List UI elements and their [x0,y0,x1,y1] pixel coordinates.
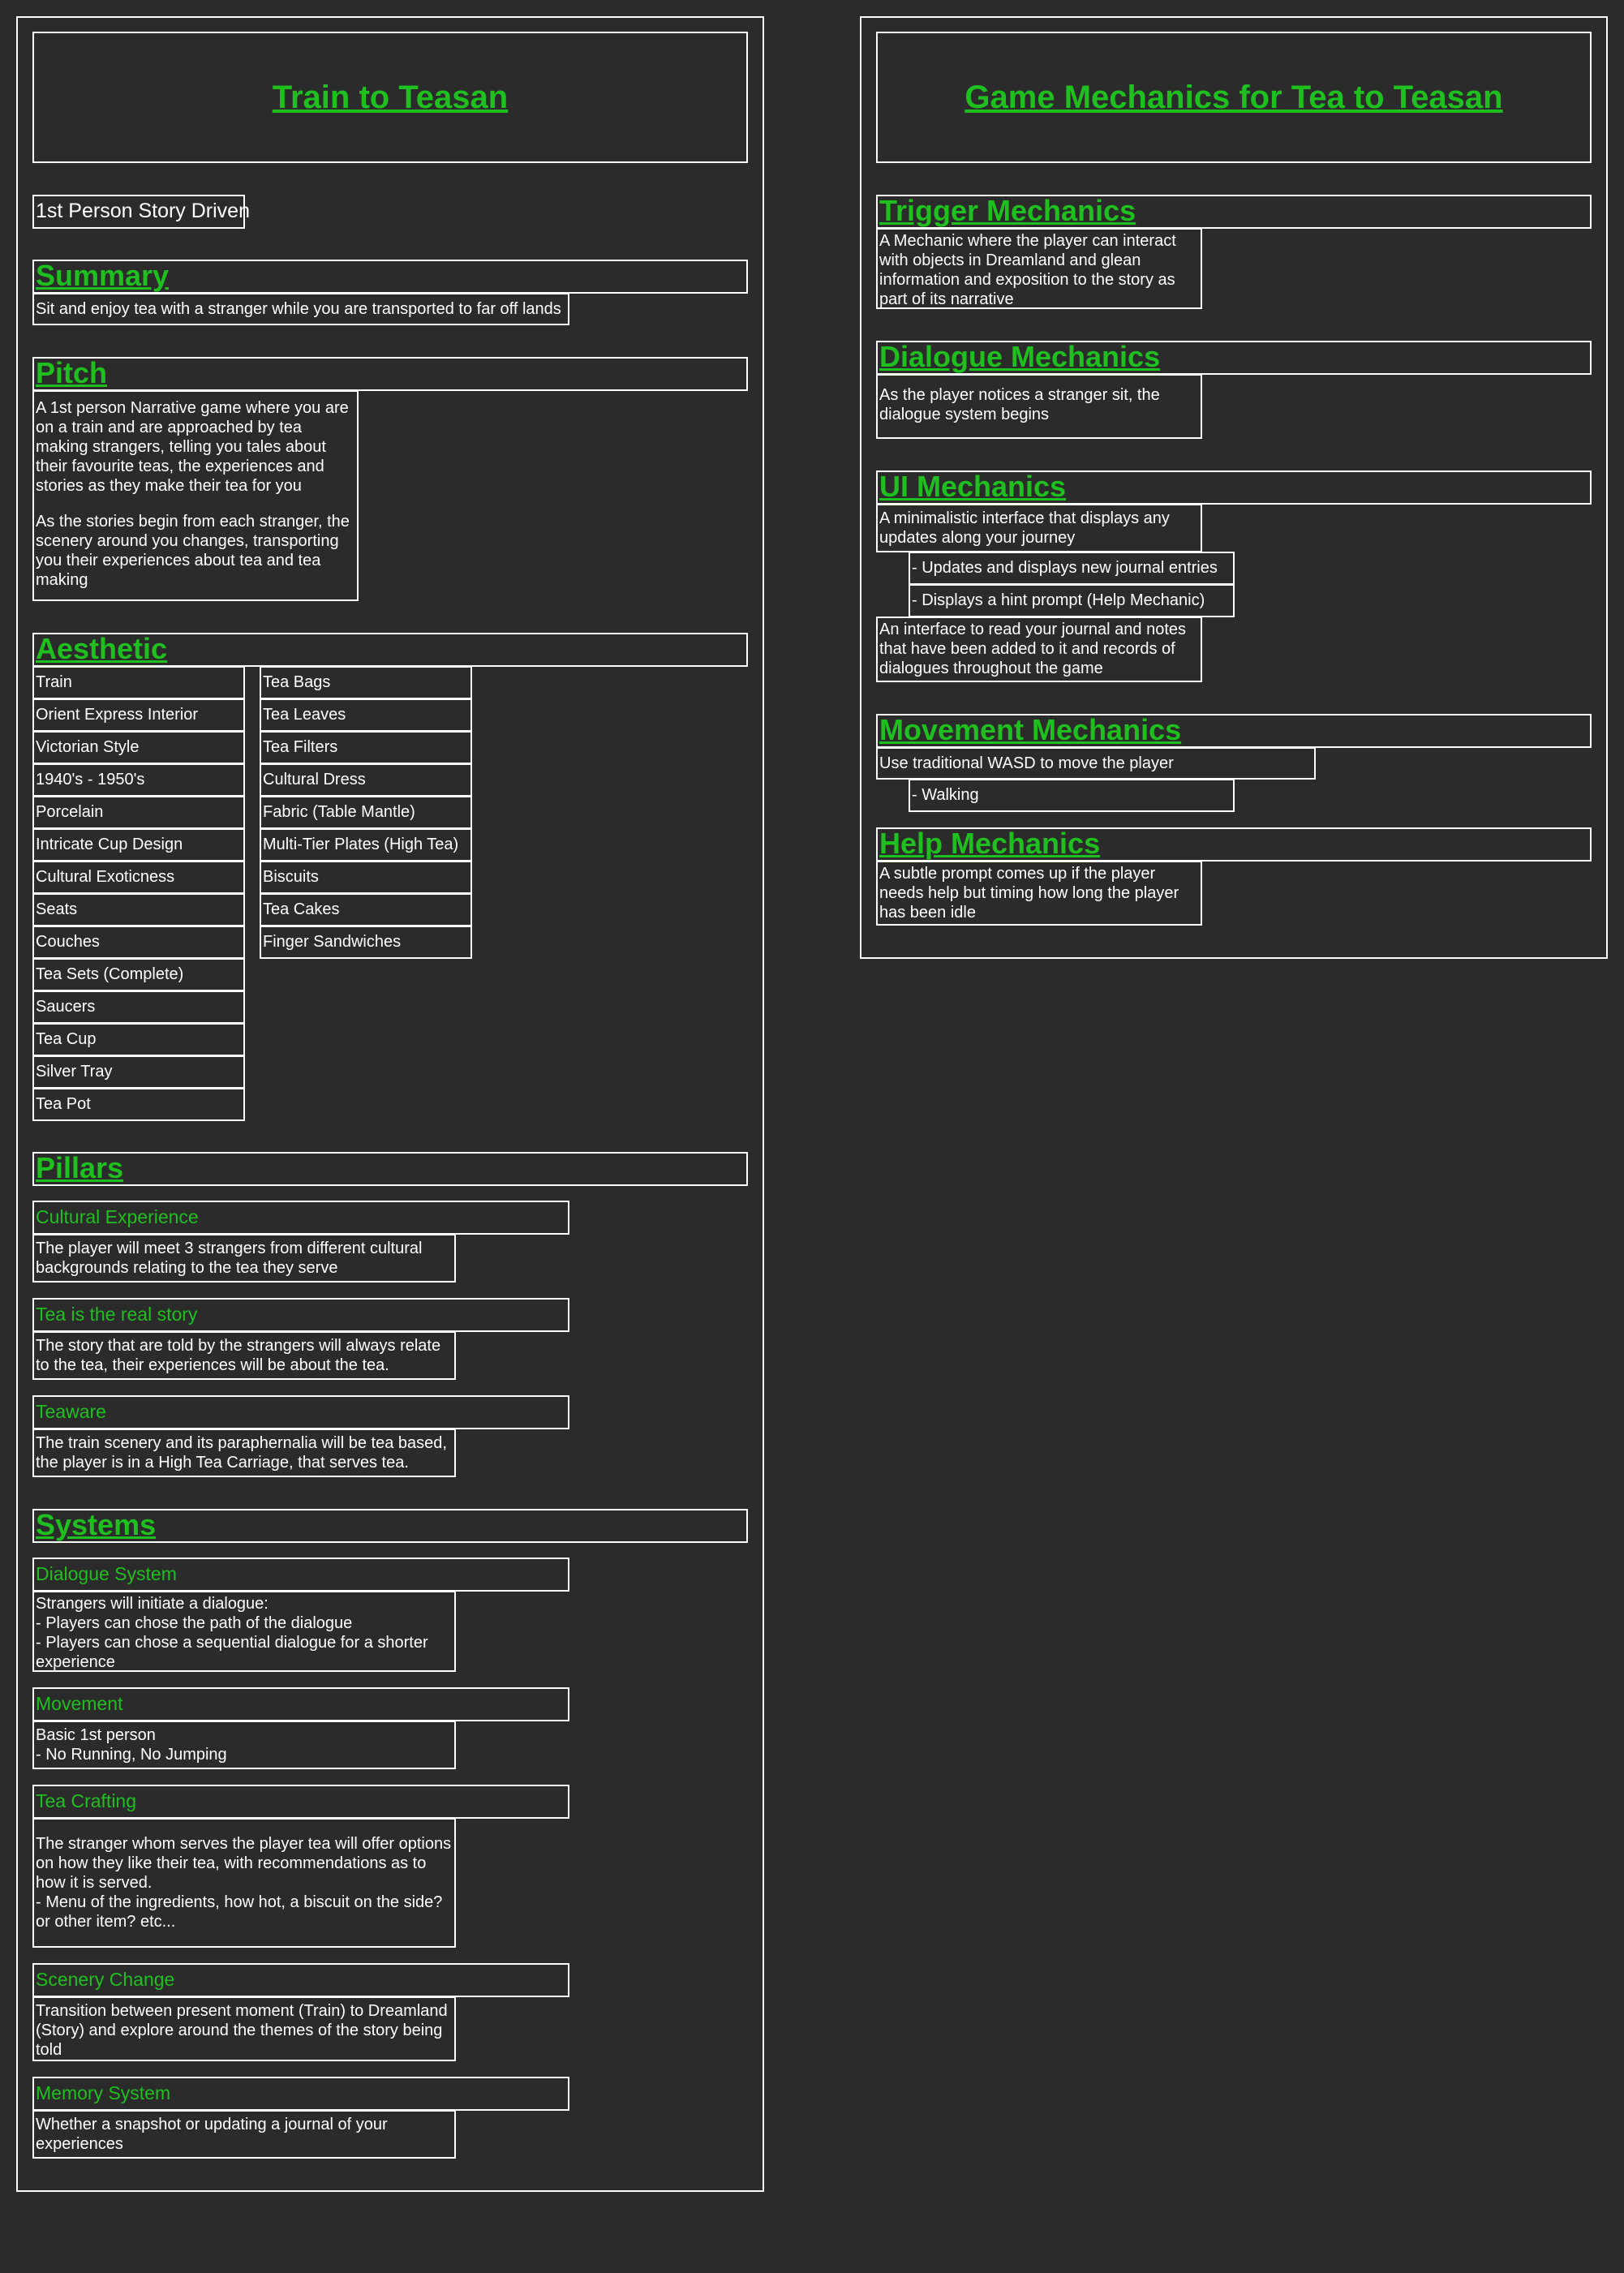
pillar-title: Cultural Experience [32,1201,569,1235]
system-title: Dialogue System [32,1558,569,1592]
system-title: Movement [32,1687,569,1721]
trigger-text: A Mechanic where the player can interact… [876,228,1202,309]
system-text: The stranger whom serves the player tea … [32,1818,456,1948]
aesthetic-item: Victorian Style [32,731,245,764]
pillar-text: The player will meet 3 strangers from di… [32,1234,456,1283]
summary-text: Sit and enjoy tea with a stranger while … [32,293,569,325]
system-title: Tea Crafting [32,1785,569,1819]
ui-text-2: An interface to read your journal and no… [876,617,1202,682]
aesthetic-item: Tea Cup [32,1023,245,1056]
mechanics-title: Game Mechanics for Tea to Teasan [876,32,1592,163]
aesthetic-heading: Aesthetic [32,633,748,667]
aesthetic-item: Multi-Tier Plates (High Tea) [260,828,472,862]
aesthetic-item: 1940's - 1950's [32,763,245,797]
page-title: Train to Teasan [32,32,748,163]
pillar-title: Tea is the real story [32,1298,569,1332]
pitch-paragraph-1: A 1st person Narrative game where you ar… [36,399,349,495]
left-panel [16,16,764,2192]
pillar-text: The train scenery and its paraphernalia … [32,1429,456,1477]
help-text: A subtle prompt comes up if the player n… [876,861,1202,926]
aesthetic-item: Orient Express Interior [32,698,245,732]
right-panel [860,16,1608,959]
system-title: Scenery Change [32,1963,569,1997]
ui-text: A minimalistic interface that displays a… [876,504,1202,552]
aesthetic-item: Seats [32,893,245,926]
trigger-heading: Trigger Mechanics [876,195,1592,229]
aesthetic-item: Tea Sets (Complete) [32,958,245,991]
pillar-text: The story that are told by the strangers… [32,1331,456,1380]
aesthetic-item: Finger Sandwiches [260,926,472,959]
systems-heading: Systems [32,1509,748,1543]
system-title: Memory System [32,2077,569,2111]
system-text: Whether a snapshot or updating a journal… [32,2110,456,2159]
movement-heading: Movement Mechanics [876,714,1592,748]
aesthetic-item: Cultural Dress [260,763,472,797]
movement-text: Use traditional WASD to move the player [876,747,1316,780]
ui-heading: UI Mechanics [876,470,1592,505]
aesthetic-item: Tea Bags [260,666,472,699]
aesthetic-item: Porcelain [32,796,245,829]
movement-sub-item: - Walking [909,779,1235,812]
aesthetic-item: Tea Pot [32,1088,245,1121]
aesthetic-item: Train [32,666,245,699]
system-text: Transition between present moment (Train… [32,1996,456,2061]
dialogue-heading: Dialogue Mechanics [876,341,1592,375]
aesthetic-item: Tea Cakes [260,893,472,926]
aesthetic-item: Biscuits [260,861,472,894]
aesthetic-item: Cultural Exoticness [32,861,245,894]
ui-sub-item: - Updates and displays new journal entri… [909,552,1235,585]
aesthetic-item: Silver Tray [32,1055,245,1089]
pillar-title: Teaware [32,1395,569,1429]
aesthetic-item: Tea Leaves [260,698,472,732]
aesthetic-item: Saucers [32,990,245,1024]
aesthetic-item: Tea Filters [260,731,472,764]
summary-heading: Summary [32,260,748,294]
pitch-heading: Pitch [32,357,748,391]
aesthetic-item: Fabric (Table Mantle) [260,796,472,829]
aesthetic-item: Couches [32,926,245,959]
system-text: Basic 1st person - No Running, No Jumpin… [32,1721,456,1769]
dialogue-text: As the player notices a stranger sit, th… [876,374,1202,439]
pillars-heading: Pillars [32,1152,748,1186]
pitch-box: A 1st person Narrative game where you ar… [32,390,359,601]
genre-tag: 1st Person Story Driven [32,195,250,229]
system-text: Strangers will initiate a dialogue: - Pl… [32,1591,456,1672]
ui-sub-item: - Displays a hint prompt (Help Mechanic) [909,584,1235,617]
pitch-paragraph-2: As the stories begin from each stranger,… [36,513,350,589]
aesthetic-item: Intricate Cup Design [32,828,245,862]
help-heading: Help Mechanics [876,827,1592,862]
